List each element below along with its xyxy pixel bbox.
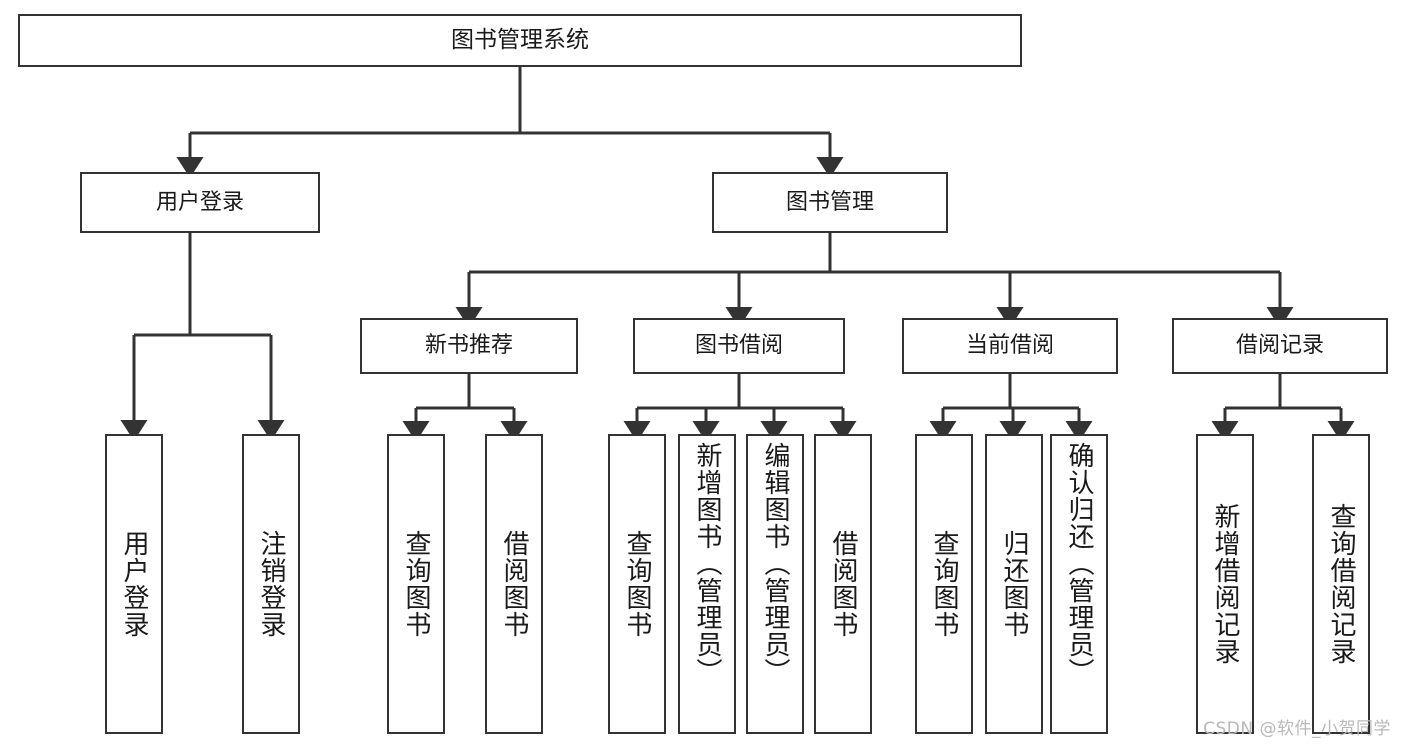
node-leaf-user-login[interactable]: 用户登录 (105, 434, 163, 734)
node-label: 用户登录 (155, 189, 244, 215)
node-root-book-management-system[interactable]: 图书管理系统 (18, 14, 1022, 67)
node-leaf-return-book[interactable]: 归还图书 (985, 434, 1043, 734)
node-label: 借阅图书 (499, 530, 529, 638)
node-label: 编辑图书（管理员） (760, 442, 790, 685)
node-label: 查询图书 (929, 530, 959, 638)
node-leaf-query-book-1[interactable]: 查询图书 (387, 434, 445, 734)
node-user-login[interactable]: 用户登录 (80, 172, 320, 233)
node-label: 注销登录 (256, 530, 286, 638)
node-label: 新增借阅记录 (1210, 503, 1240, 665)
node-leaf-edit-book[interactable]: 编辑图书（管理员） (746, 434, 804, 734)
node-label: 当前借阅 (965, 333, 1054, 359)
node-leaf-borrow-book-1[interactable]: 借阅图书 (485, 434, 543, 734)
node-label: 图书借阅 (694, 333, 783, 359)
node-label: 查询图书 (401, 530, 431, 638)
node-current-borrow[interactable]: 当前借阅 (902, 318, 1118, 374)
node-leaf-logout-login[interactable]: 注销登录 (242, 434, 300, 734)
node-leaf-borrow-book-2[interactable]: 借阅图书 (814, 434, 872, 734)
node-leaf-query-record[interactable]: 查询借阅记录 (1312, 434, 1370, 734)
node-label: 新增图书（管理员） (692, 442, 722, 685)
node-label: 用户登录 (119, 530, 149, 638)
node-label: 归还图书 (999, 530, 1029, 638)
node-label: 图书管理 (785, 189, 874, 215)
node-label: 查询图书 (622, 530, 652, 638)
node-label: 图书管理系统 (451, 27, 589, 54)
node-label: 确认归还（管理员） (1064, 442, 1094, 685)
node-leaf-add-book[interactable]: 新增图书（管理员） (678, 434, 736, 734)
node-label: 新书推荐 (424, 333, 513, 359)
node-label: 查询借阅记录 (1326, 503, 1356, 665)
node-label: 借阅图书 (828, 530, 858, 638)
node-leaf-confirm-return[interactable]: 确认归还（管理员） (1050, 434, 1108, 734)
node-borrow-record[interactable]: 借阅记录 (1172, 318, 1388, 374)
node-new-book-recommend[interactable]: 新书推荐 (360, 318, 578, 374)
node-book-borrow[interactable]: 图书借阅 (633, 318, 845, 374)
node-leaf-query-book-2[interactable]: 查询图书 (608, 434, 666, 734)
node-leaf-query-book-3[interactable]: 查询图书 (915, 434, 973, 734)
node-label: 借阅记录 (1235, 333, 1324, 359)
node-book-management[interactable]: 图书管理 (712, 172, 948, 233)
node-leaf-add-record[interactable]: 新增借阅记录 (1196, 434, 1254, 734)
